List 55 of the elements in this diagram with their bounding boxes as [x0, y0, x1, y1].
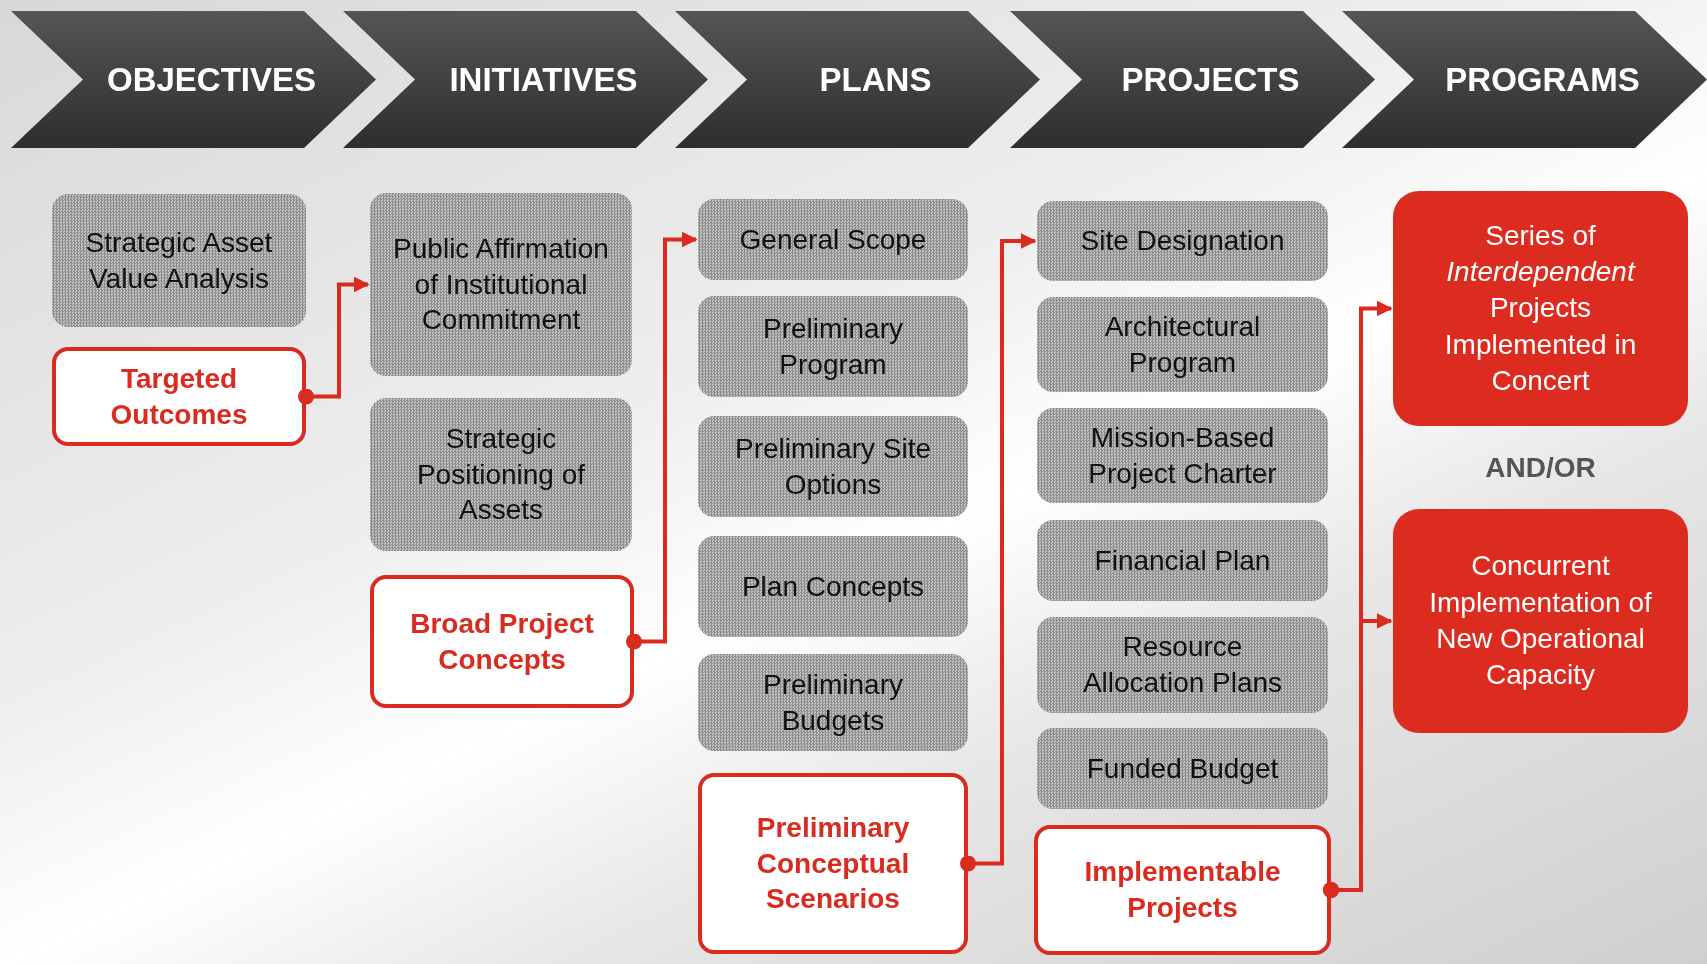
box-label: Broad Project Concepts	[409, 606, 595, 677]
box-label: Implementable Projects	[1083, 855, 1282, 925]
stage-title: OBJECTIVES	[105, 60, 317, 99]
process-box	[1037, 201, 1328, 281]
outcome-box	[1034, 825, 1331, 955]
connector-arrow	[298, 276, 370, 405]
box-label: Public Affirmation of Institutional Commitment	[392, 231, 610, 338]
box-label: Preliminary Budgets	[762, 667, 904, 738]
box-label: Strategic Asset Value Analysis	[84, 225, 274, 296]
stage-title: INITIATIVES	[448, 60, 638, 99]
stage-title: PLANS	[818, 60, 932, 99]
outcome-box	[370, 575, 634, 708]
box-label: Resource Allocation Plans	[1081, 630, 1284, 700]
stage-header	[1342, 11, 1707, 148]
box-label: Concurrent Implementation of New Operational Capacity	[1428, 549, 1653, 693]
box-label: Preliminary Site Options	[733, 431, 933, 502]
connector-arrow	[626, 231, 698, 650]
process-box	[698, 416, 968, 517]
box-label: Series of Interdependent Projects Implemented in Concert	[1443, 218, 1638, 399]
box-label: Preliminary Program	[762, 311, 904, 382]
process-box	[1037, 520, 1328, 601]
stage-title: PROGRAMS	[1444, 60, 1640, 99]
process-box	[52, 194, 306, 327]
stage-header	[1010, 11, 1375, 148]
outcome-box	[52, 347, 306, 446]
outcome-box	[698, 773, 968, 954]
connector-arrow	[1323, 613, 1393, 898]
stage-title: PROJECTS	[1120, 60, 1300, 99]
stage-header	[675, 11, 1040, 148]
box-label: Preliminary Conceptual Scenarios	[755, 810, 911, 917]
box-label: Financial Plan	[1094, 543, 1271, 578]
process-box	[698, 199, 968, 280]
box-label: Mission-Based Project Charter	[1087, 420, 1278, 491]
connector-arrow	[960, 233, 1037, 872]
result-box	[1393, 509, 1688, 733]
box-label: Targeted Outcomes	[109, 361, 249, 432]
box-label: Site Designation	[1080, 224, 1285, 259]
box-label: General Scope	[739, 222, 927, 257]
process-box	[698, 536, 968, 637]
box-label: Architectural Program	[1103, 309, 1262, 380]
process-box	[370, 193, 632, 376]
process-box	[1037, 617, 1328, 713]
box-label: Funded Budget	[1086, 751, 1279, 786]
process-box	[1037, 297, 1328, 392]
box-label: Plan Concepts	[741, 569, 925, 604]
connector-note: AND/OR	[1484, 452, 1597, 484]
result-box	[1393, 191, 1688, 426]
process-box	[370, 398, 632, 551]
box-label: Strategic Positioning of Assets	[415, 421, 587, 528]
stage-header	[11, 11, 376, 148]
process-box	[698, 654, 968, 751]
stage-header	[343, 11, 708, 148]
process-box	[698, 296, 968, 397]
process-box	[1037, 408, 1328, 503]
process-box	[1037, 728, 1328, 809]
